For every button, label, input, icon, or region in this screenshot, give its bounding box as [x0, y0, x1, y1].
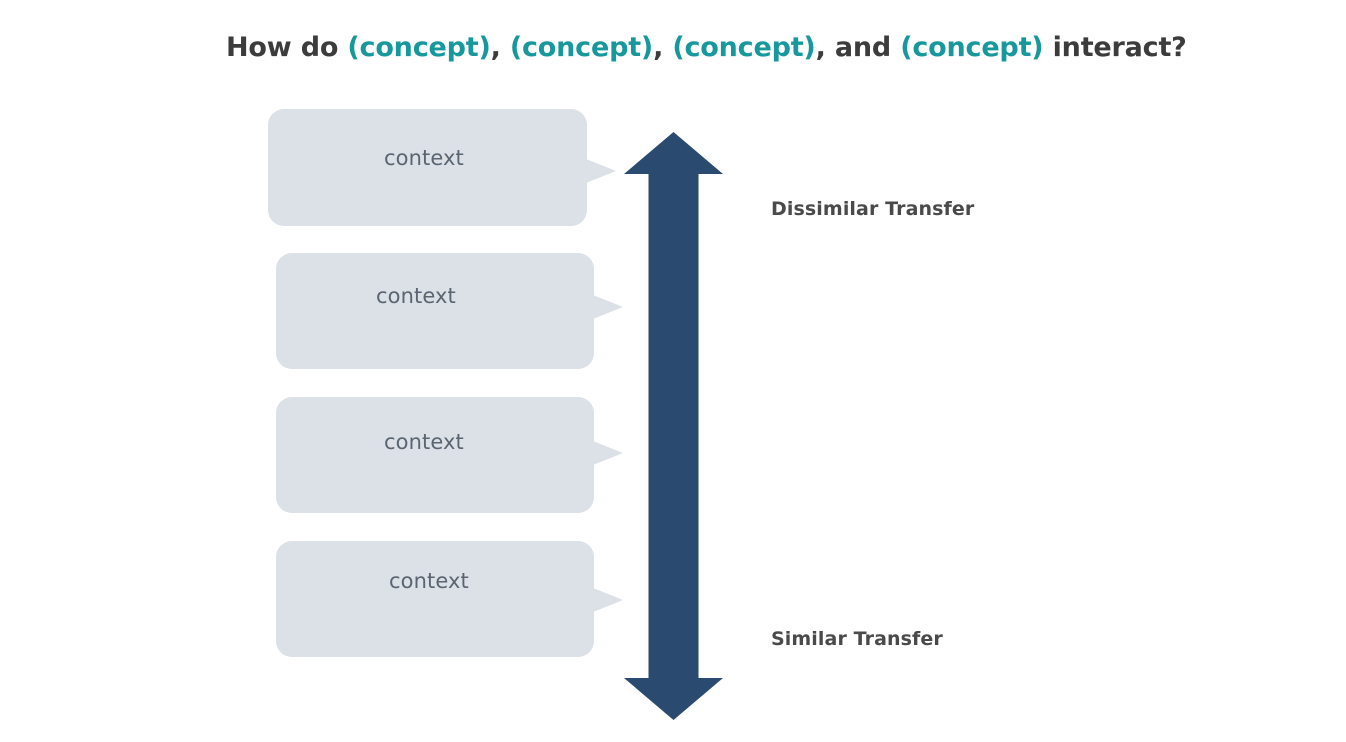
context-bubble: context	[276, 397, 623, 513]
title-segment-8: interact?	[1043, 32, 1187, 63]
context-bubble: context	[276, 253, 623, 369]
bubble-tail-icon	[593, 588, 623, 612]
double-headed-arrow-icon	[624, 132, 723, 720]
title-segment-5: (concept)	[672, 32, 816, 63]
context-bubble-label: context	[384, 430, 464, 454]
bubble-tail-icon	[586, 159, 616, 183]
context-bubble-label: context	[384, 146, 464, 170]
context-bubble-label: context	[389, 569, 469, 593]
bubble-tail-icon	[593, 441, 623, 465]
dissimilar-transfer-label: Dissimilar Transfer	[771, 198, 975, 220]
title-segment-0: How do	[226, 32, 348, 63]
title-segment-3: (concept)	[509, 32, 654, 63]
title-segment-6: , and	[815, 32, 901, 63]
similar-transfer-label: Similar Transfer	[771, 628, 943, 650]
title-segment-4: ,	[653, 32, 673, 63]
context-bubble: context	[268, 109, 616, 226]
title-segment-1: (concept)	[347, 32, 491, 63]
page-title: How do (concept), (concept), (concept), …	[226, 32, 1187, 64]
context-bubble-label: context	[376, 284, 456, 308]
title-segment-2: ,	[490, 32, 510, 63]
context-bubble: context	[276, 541, 623, 657]
title-segment-7: (concept)	[900, 32, 1044, 63]
bubble-tail-icon	[593, 295, 623, 319]
